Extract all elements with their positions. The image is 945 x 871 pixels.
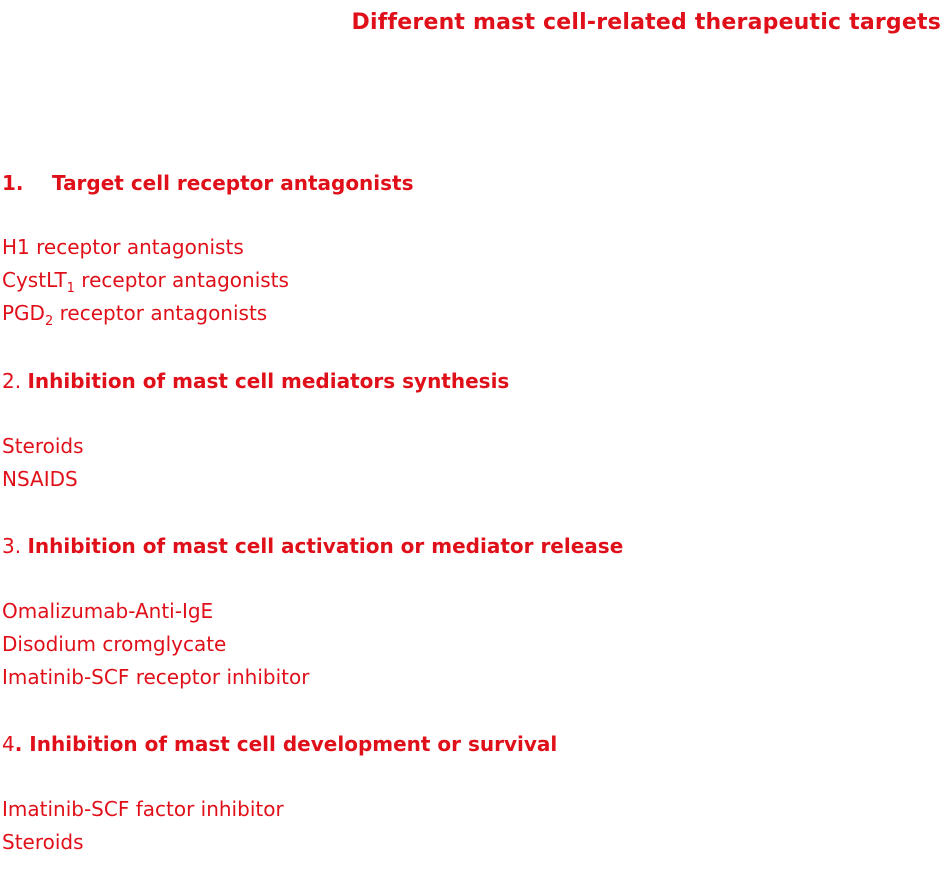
- section-3-label: Inhibition of mast cell activation or me…: [27, 534, 624, 558]
- item-text-pre: PGD: [2, 301, 45, 325]
- section-1-heading: 1. Target cell receptor antagonists: [2, 171, 414, 195]
- item-text: Omalizumab-Anti-IgE: [2, 599, 214, 623]
- item-text: Imatinib-SCF receptor inhibitor: [2, 665, 310, 689]
- item-text: H1 receptor antagonists: [2, 235, 244, 259]
- section-4-label: . Inhibition of mast cell development or…: [14, 732, 558, 756]
- item-text-pre: CystLT: [2, 268, 67, 292]
- item-text-post: receptor antagonists: [53, 301, 268, 325]
- section-4-heading: 4. Inhibition of mast cell development o…: [2, 732, 557, 756]
- section-4-number: 4: [2, 732, 15, 756]
- item-text: Disodium cromglycate: [2, 632, 227, 656]
- item-text: Imatinib-SCF factor inhibitor: [2, 797, 284, 821]
- section-2-label: Inhibition of mast cell mediators synthe…: [27, 369, 510, 393]
- list-item: Steroids: [2, 434, 84, 458]
- section-2-heading: 2. Inhibition of mast cell mediators syn…: [2, 369, 509, 393]
- section-1-label: Target cell receptor antagonists: [52, 171, 414, 195]
- page-title: Different mast cell-related therapeutic …: [351, 10, 941, 35]
- section-3-number: 3.: [2, 534, 28, 558]
- list-item: NSAIDS: [2, 467, 78, 491]
- item-text: NSAIDS: [2, 467, 78, 491]
- section-1-number: 1.: [2, 171, 24, 195]
- list-item: PGD2 receptor antagonists: [2, 301, 268, 328]
- item-text: Steroids: [2, 434, 84, 458]
- item-text: Steroids: [2, 830, 84, 854]
- section-2-number: 2.: [2, 369, 28, 393]
- item-text-post: receptor antagonists: [74, 268, 289, 292]
- list-item: H1 receptor antagonists: [2, 235, 244, 259]
- list-item: CystLT1 receptor antagonists: [2, 268, 289, 295]
- list-item: Disodium cromglycate: [2, 632, 226, 656]
- list-item: Omalizumab-Anti-IgE: [2, 599, 213, 623]
- item-subscript: 2: [44, 314, 54, 329]
- list-item: Imatinib-SCF receptor inhibitor: [2, 665, 309, 689]
- section-3-heading: 3. Inhibition of mast cell activation or…: [2, 534, 623, 558]
- list-item: Imatinib-SCF factor inhibitor: [2, 797, 284, 821]
- item-subscript: 1: [66, 281, 75, 296]
- list-item: Steroids: [2, 830, 84, 854]
